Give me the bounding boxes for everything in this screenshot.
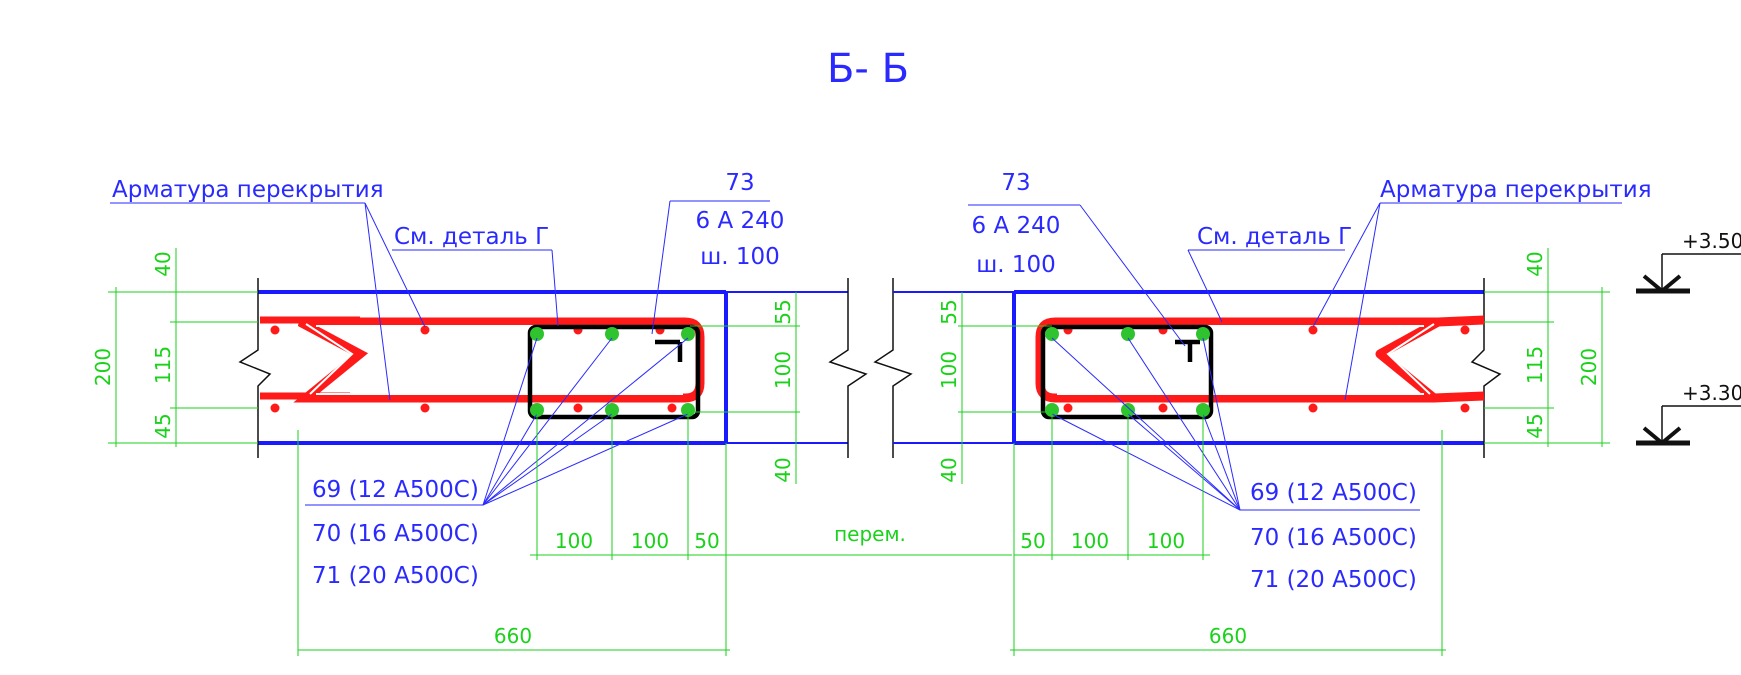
level-mark-bottom xyxy=(1636,405,1741,446)
right-section: Арматура перекрытия См. деталь Г 73 6 А … xyxy=(873,170,1741,656)
right-dim-200: 200 xyxy=(1577,348,1601,386)
left-bar71-label: 71 (20 А500С) xyxy=(312,563,479,589)
right-dim-660: 660 xyxy=(1209,624,1247,648)
right-dim-45: 45 xyxy=(1523,413,1547,438)
left-dim-span-a: 100 xyxy=(555,529,593,553)
left-dim-40b: 40 xyxy=(771,457,795,482)
section-title: Б- Б xyxy=(827,46,909,92)
right-stirrup xyxy=(1040,324,1214,420)
left-section: Арматура перекрытия См. деталь Г 73 6 А … xyxy=(91,170,1012,656)
left-dim-115: 115 xyxy=(151,346,175,384)
left-see-detail-label: См. деталь Г xyxy=(394,224,549,250)
mid-break-left xyxy=(828,278,868,458)
left-dim-55: 55 xyxy=(771,299,795,324)
right-horizontal-dims xyxy=(1010,410,1446,656)
left-dim-100: 100 xyxy=(771,351,795,389)
right-dim-40b: 40 xyxy=(937,457,961,482)
left-break-line xyxy=(238,278,272,458)
mid-break-right xyxy=(873,278,913,458)
right-dim-span-b: 100 xyxy=(1147,529,1185,553)
left-leaders xyxy=(110,200,770,506)
left-beam-vertical-dims xyxy=(690,292,800,484)
right-stirrup-spec-label: 6 А 240 xyxy=(972,213,1061,239)
right-dim-55: 55 xyxy=(937,299,961,324)
level-top-label: +3.50 xyxy=(1682,229,1741,253)
left-bar69-label: 69 (12 А500С) xyxy=(312,477,479,503)
right-dim-span-a: 100 xyxy=(1071,529,1109,553)
left-dim-edge: 50 xyxy=(694,529,719,553)
left-vertical-dims xyxy=(108,248,258,447)
left-bar70-label: 70 (16 А500С) xyxy=(312,521,479,547)
right-leaders xyxy=(968,202,1622,511)
right-bar70-label: 70 (16 А500С) xyxy=(1250,525,1417,551)
right-dim-100: 100 xyxy=(937,351,961,389)
left-slab-rebar-label: Арматура перекрытия xyxy=(112,177,384,203)
left-concrete-outline xyxy=(258,290,728,445)
right-concrete-outline xyxy=(1012,290,1484,445)
left-horizontal-dims xyxy=(297,410,1012,656)
right-vertical-dims xyxy=(1484,248,1610,447)
right-see-detail-label: См. деталь Г xyxy=(1197,224,1352,250)
right-dim-edge: 50 xyxy=(1020,529,1045,553)
left-stirrup-pos-label: 73 xyxy=(725,170,754,196)
left-stirrup-spec-label: 6 А 240 xyxy=(696,208,785,234)
left-dim-40: 40 xyxy=(151,251,175,276)
left-dim-200: 200 xyxy=(91,348,115,386)
left-stirrup xyxy=(527,324,701,420)
right-beam-vertical-dims xyxy=(958,292,1052,484)
left-dim-45: 45 xyxy=(151,413,175,438)
variable-dim-label: перем. xyxy=(834,522,906,546)
level-bottom-label: +3.30 xyxy=(1682,381,1741,405)
right-slab-rebar xyxy=(1035,315,1485,403)
right-slab-rebar-inner xyxy=(1045,323,1435,395)
right-stirrup-step-label: ш. 100 xyxy=(976,252,1056,278)
right-stirrup-pos-label: 73 xyxy=(1001,170,1030,196)
left-beam-extension xyxy=(726,291,848,444)
right-dim-115: 115 xyxy=(1523,346,1547,384)
right-bar69-label: 69 (12 А500С) xyxy=(1250,480,1417,506)
right-break-line xyxy=(1470,278,1502,458)
left-dim-660: 660 xyxy=(494,624,532,648)
level-mark-top xyxy=(1636,253,1741,294)
right-bar71-label: 71 (20 А500С) xyxy=(1250,567,1417,593)
left-dim-span-b: 100 xyxy=(631,529,669,553)
right-slab-rebar-label: Арматура перекрытия xyxy=(1380,177,1652,203)
left-slab-rebar-inner xyxy=(293,317,705,403)
left-stirrup-step-label: ш. 100 xyxy=(700,244,780,270)
right-dim-40: 40 xyxy=(1523,251,1547,276)
right-beam-extension xyxy=(893,291,1014,444)
